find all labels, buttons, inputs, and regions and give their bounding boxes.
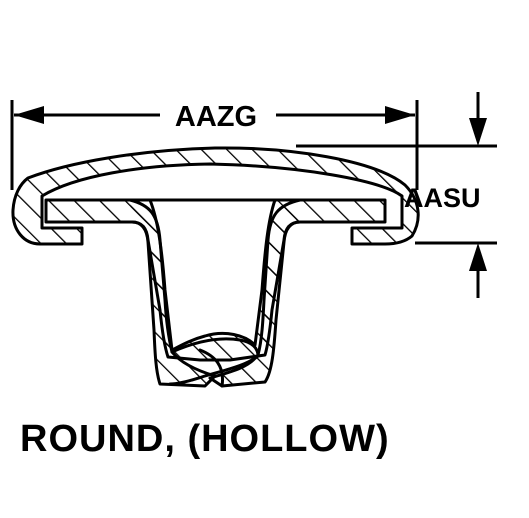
cap-shell xyxy=(11,146,420,246)
shank-crimp-inner xyxy=(198,348,225,388)
arrowhead-top xyxy=(469,118,487,146)
arrowhead-bottom xyxy=(469,243,487,271)
rivet-body xyxy=(11,146,420,388)
width-dimension: AAZG xyxy=(10,100,419,190)
shank-crimp xyxy=(168,337,260,386)
height-dimension: AASU xyxy=(296,92,497,298)
arrowhead-right xyxy=(385,106,415,124)
width-dimension-label: AAZG xyxy=(175,101,257,133)
shank-wall-left xyxy=(129,198,217,388)
part-caption: ROUND, (HOLLOW) xyxy=(20,418,390,460)
shank-wall-right xyxy=(208,198,301,388)
arrowhead-left xyxy=(14,106,44,124)
